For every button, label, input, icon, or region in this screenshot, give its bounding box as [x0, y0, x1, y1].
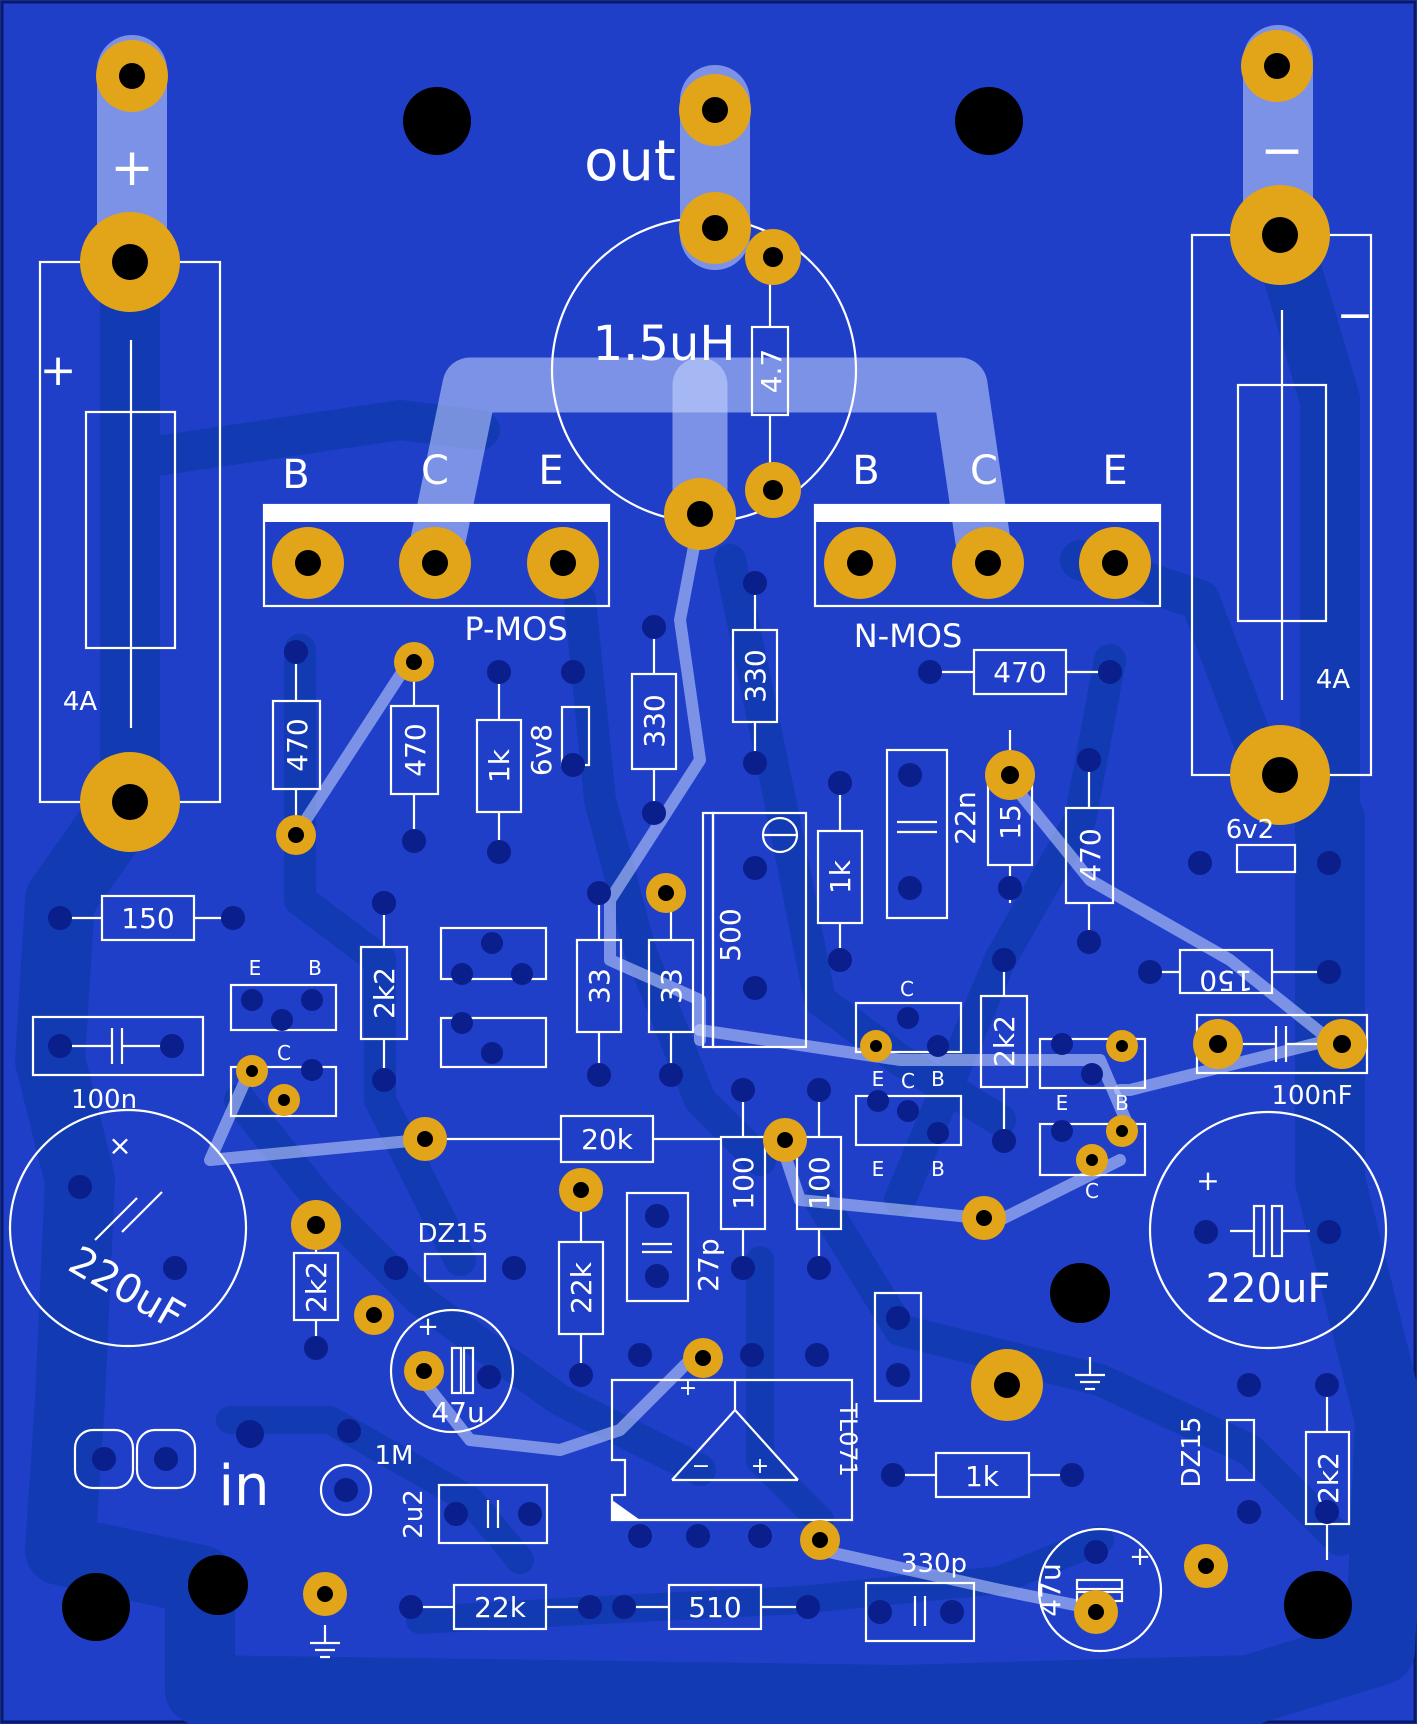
r2k2-b-label: 2k2	[988, 1015, 1021, 1067]
opamp-minus: −	[692, 1454, 710, 1479]
opamp-plus: +	[751, 1454, 769, 1479]
r150-a-label: 150	[121, 902, 174, 935]
pin-c-label: C	[1085, 1179, 1099, 1203]
c330p-label: 330p	[901, 1549, 967, 1579]
fuse-polarity-right: −	[1337, 290, 1374, 341]
r22k-a-label: 22k	[565, 1261, 598, 1314]
pmos-pin-e: E	[538, 448, 563, 494]
resistor-bodies	[60, 583, 1351, 1631]
c220-left-polarity: ×	[108, 1129, 131, 1162]
mounting-hole	[403, 87, 471, 155]
c100n-right-label: 100nF	[1271, 1081, 1352, 1111]
vias	[48, 571, 1341, 1624]
r20k-label: 20k	[581, 1123, 634, 1156]
mounting-hole	[955, 87, 1023, 155]
r150-b-label: 150	[1199, 964, 1252, 997]
r2k2-d-label: 2k2	[1312, 1452, 1345, 1504]
r2k2-a-label: 2k2	[368, 967, 401, 1019]
out-label: out	[584, 129, 676, 194]
mounting-hole	[62, 1573, 130, 1641]
c220-right-label: 220uF	[1206, 1266, 1331, 1312]
c220-right-polarity: +	[1196, 1164, 1219, 1197]
pin-e-label: E	[1056, 1091, 1069, 1115]
r15-label: 15	[994, 804, 1027, 840]
r33-a-label: 33	[583, 968, 616, 1004]
opamp-input-plus: +	[679, 1376, 697, 1401]
pin-e-label: E	[249, 956, 262, 980]
r1k-b-label: 1k	[824, 859, 857, 894]
c27p-label: 27p	[692, 1238, 725, 1291]
r-out-label: 4.7	[755, 349, 788, 394]
nmos-pin-c: C	[970, 448, 998, 494]
c2u2-label: 2u2	[399, 1489, 429, 1539]
mounting-holes	[62, 87, 1352, 1641]
r470-d-label: 470	[993, 656, 1046, 689]
r33-b-label: 33	[655, 968, 688, 1004]
pmos-label: P-MOS	[464, 610, 567, 648]
pin-b-label: B	[308, 956, 322, 980]
inductor-label: 1.5uH	[593, 316, 736, 372]
c22n-label: 22n	[949, 791, 982, 844]
z6v2-label: 6v2	[1226, 815, 1274, 845]
fuse-label-left: 4A	[63, 687, 98, 717]
pmos-pin-c: C	[421, 448, 449, 494]
r100-b-label: 100	[803, 1156, 836, 1209]
fuse-label-right: 4A	[1316, 665, 1351, 695]
c47-b-polarity: +	[1129, 1542, 1151, 1572]
pin-b-label: B	[1115, 1091, 1129, 1115]
pads	[80, 30, 1367, 1634]
fuse-polarity-left: +	[40, 345, 77, 396]
pot-label: 500	[714, 908, 747, 961]
r1k-a-label: 1k	[483, 748, 516, 783]
pin-c-label: C	[900, 977, 914, 1001]
mounting-hole	[188, 1555, 248, 1615]
r470-a-label: 470	[281, 718, 314, 771]
nmos-label: N-MOS	[854, 617, 963, 655]
pmos-pin-b: B	[282, 452, 309, 498]
r22k-b-label: 22k	[474, 1591, 527, 1624]
opamp-label: TL071	[834, 1402, 862, 1477]
mounting-hole	[1284, 1571, 1352, 1639]
r330-a-label: 330	[638, 694, 671, 747]
pin-e-label: E	[872, 1067, 885, 1091]
pin-b-label: B	[931, 1067, 945, 1091]
minus-terminal-label: −	[1260, 121, 1304, 181]
pin-c-label: C	[277, 1041, 291, 1065]
nmos-pin-e: E	[1102, 448, 1127, 494]
c47-b-label: 47u	[1034, 1563, 1067, 1616]
r510-label: 510	[688, 1591, 741, 1624]
dz15-a-label: DZ15	[418, 1219, 489, 1249]
c100n-left-label: 100n	[71, 1085, 137, 1115]
nmos-pin-b: B	[852, 448, 879, 494]
pin-c-label: C	[901, 1069, 915, 1093]
pin-e-label: E	[872, 1157, 885, 1181]
in-label: in	[218, 1454, 269, 1519]
pin-b-label: B	[931, 1157, 945, 1181]
plus-terminal-label: +	[110, 138, 154, 198]
r470-c-label: 470	[1074, 828, 1107, 881]
c47-a-polarity: +	[417, 1312, 439, 1342]
r1k-c-label: 1k	[965, 1460, 1000, 1493]
mounting-hole	[1050, 1263, 1110, 1323]
dz15-b-label: DZ15	[1177, 1417, 1207, 1488]
z6v8-label: 6v8	[525, 724, 558, 776]
r1m-label: 1M	[375, 1441, 414, 1471]
r2k2-c-label: 2k2	[300, 1261, 333, 1313]
c47-a-label: 47u	[431, 1396, 484, 1429]
r100-a-label: 100	[727, 1156, 760, 1209]
r330-b-label: 330	[739, 649, 772, 702]
r470-b-label: 470	[399, 723, 432, 776]
